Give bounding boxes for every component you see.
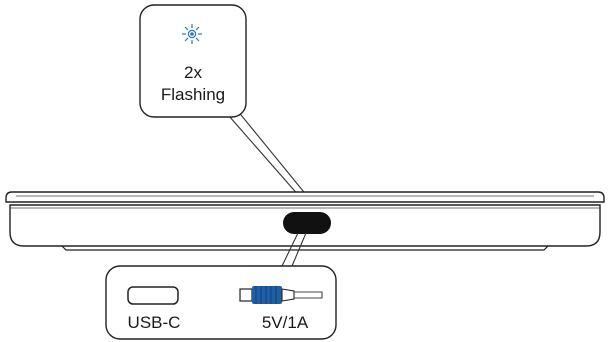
led-blink-state: Flashing [160, 85, 226, 104]
led-blink-count: 2x [184, 63, 202, 82]
device-lid [5, 191, 605, 203]
led-leader-line [221, 103, 309, 198]
usb-c-label: USB-C [127, 313, 181, 332]
device-base [61, 245, 549, 251]
usb-c-port-icon [127, 286, 179, 305]
usb-cable-plug-icon [239, 286, 323, 304]
usb-c-port-slot [283, 212, 331, 234]
led-blink-icon [182, 24, 202, 44]
port-leader-line [281, 232, 307, 267]
led-callout-box [139, 4, 247, 118]
power-rating-label: 5V/1A [261, 313, 309, 332]
port-callout-box [105, 265, 337, 340]
